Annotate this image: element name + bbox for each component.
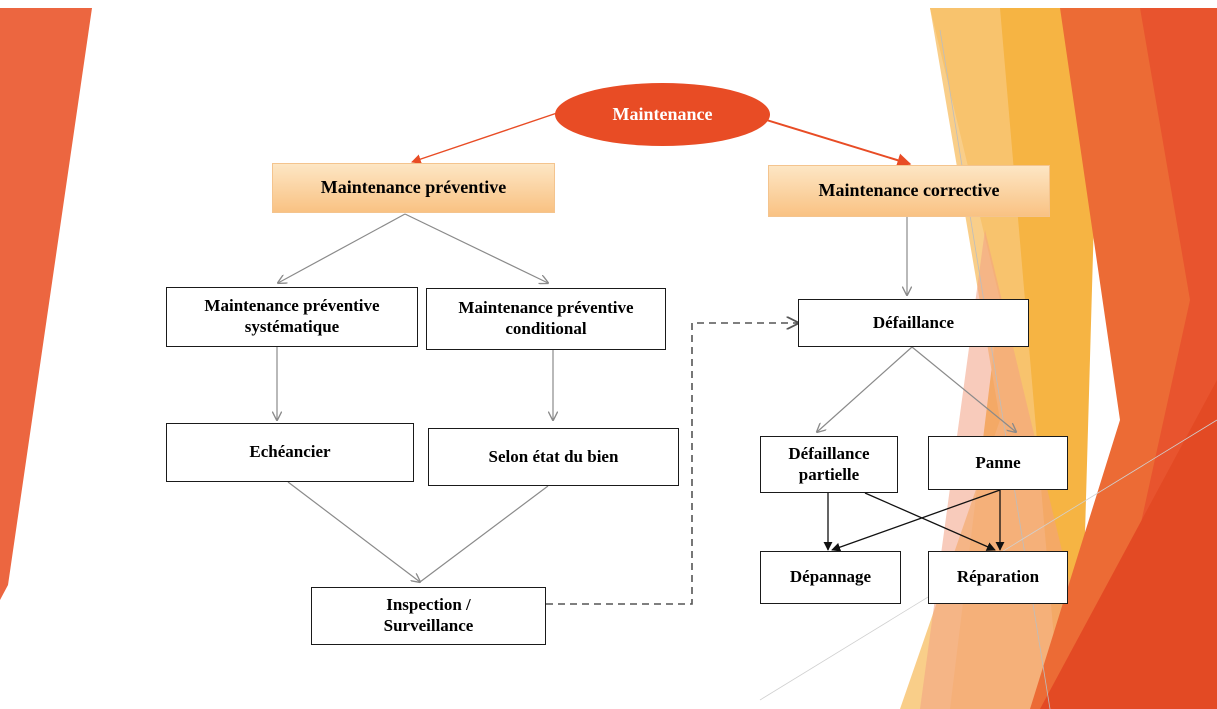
troubleshooting-node: Dépannage — [760, 551, 901, 604]
corrective-maintenance-label: Maintenance corrective — [818, 180, 1000, 201]
troubleshooting-label: Dépannage — [789, 567, 872, 587]
failure-node: Défaillance — [798, 299, 1029, 347]
systematic-preventive-node: Maintenance préventive systématique — [166, 287, 418, 347]
conditional-preventive-label: Maintenance préventive conditional — [458, 298, 634, 338]
right-bottom-red-triangle — [1040, 380, 1217, 709]
systematic-preventive-label: Maintenance préventive systématique — [204, 296, 380, 336]
condition-based-label: Selon état du bien — [488, 446, 619, 466]
partial-failure-label: Défaillance partielle — [788, 443, 870, 484]
preventive-maintenance-label: Maintenance préventive — [320, 177, 507, 198]
maintenance-root-node: Maintenance — [555, 83, 770, 146]
inspection-label: Inspection / Surveillance — [383, 595, 474, 635]
preventive-maintenance-node: Maintenance préventive — [272, 163, 555, 213]
maintenance-root-label: Maintenance — [612, 103, 713, 124]
repair-label: Réparation — [956, 567, 1040, 587]
breakdown-node: Panne — [928, 436, 1068, 490]
failure-label: Défaillance — [872, 312, 955, 332]
inspection-node: Inspection / Surveillance — [311, 587, 546, 645]
schedule-node: Echéancier — [166, 423, 414, 482]
partial-failure-node: Défaillance partielle — [760, 436, 898, 493]
schedule-label: Echéancier — [249, 442, 331, 462]
conditional-preventive-node: Maintenance préventive conditional — [426, 288, 666, 350]
repair-node: Réparation — [928, 551, 1068, 604]
corrective-maintenance-node: Maintenance corrective — [768, 165, 1050, 217]
condition-based-node: Selon état du bien — [428, 428, 679, 486]
left-accent-stripe — [0, 8, 92, 600]
breakdown-label: Panne — [975, 452, 1021, 472]
